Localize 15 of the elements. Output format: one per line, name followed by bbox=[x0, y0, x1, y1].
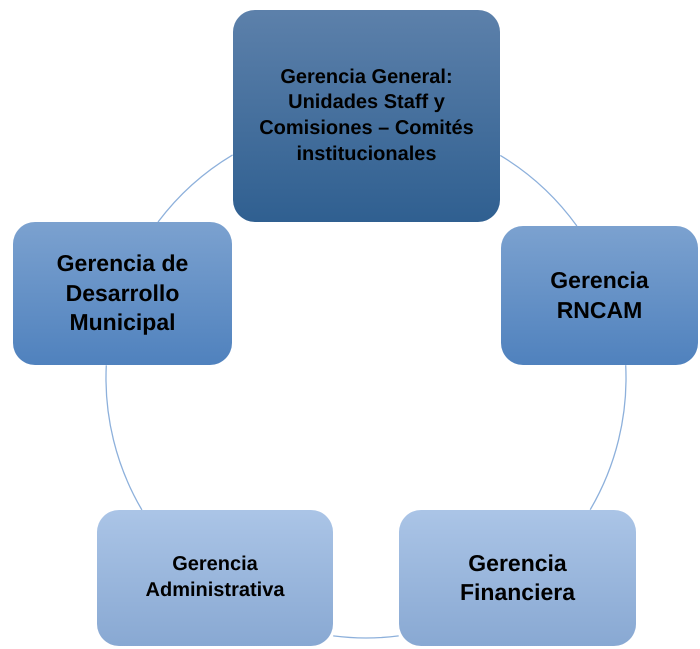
connector-arc bbox=[106, 365, 142, 510]
connector-arc bbox=[590, 365, 626, 510]
box-label: Gerencia Financiera bbox=[458, 548, 576, 607]
connector-arc bbox=[158, 154, 233, 222]
box-label: Gerencia de Desarrollo Municipal bbox=[56, 249, 190, 338]
connector-arc bbox=[333, 635, 399, 639]
rounded-box bbox=[13, 222, 232, 365]
box-label: Gerencia RNCAM bbox=[549, 266, 650, 324]
rounded-box bbox=[97, 510, 333, 646]
rounded-box bbox=[399, 510, 636, 646]
connector-arc bbox=[500, 154, 578, 226]
rounded-box bbox=[501, 226, 698, 365]
rounded-box bbox=[233, 10, 500, 222]
box-label: Gerencia General: Unidades Staff y Comisiones – Comités institucionales bbox=[258, 64, 475, 167]
box-label: Gerencia Administrativa bbox=[144, 552, 286, 603]
